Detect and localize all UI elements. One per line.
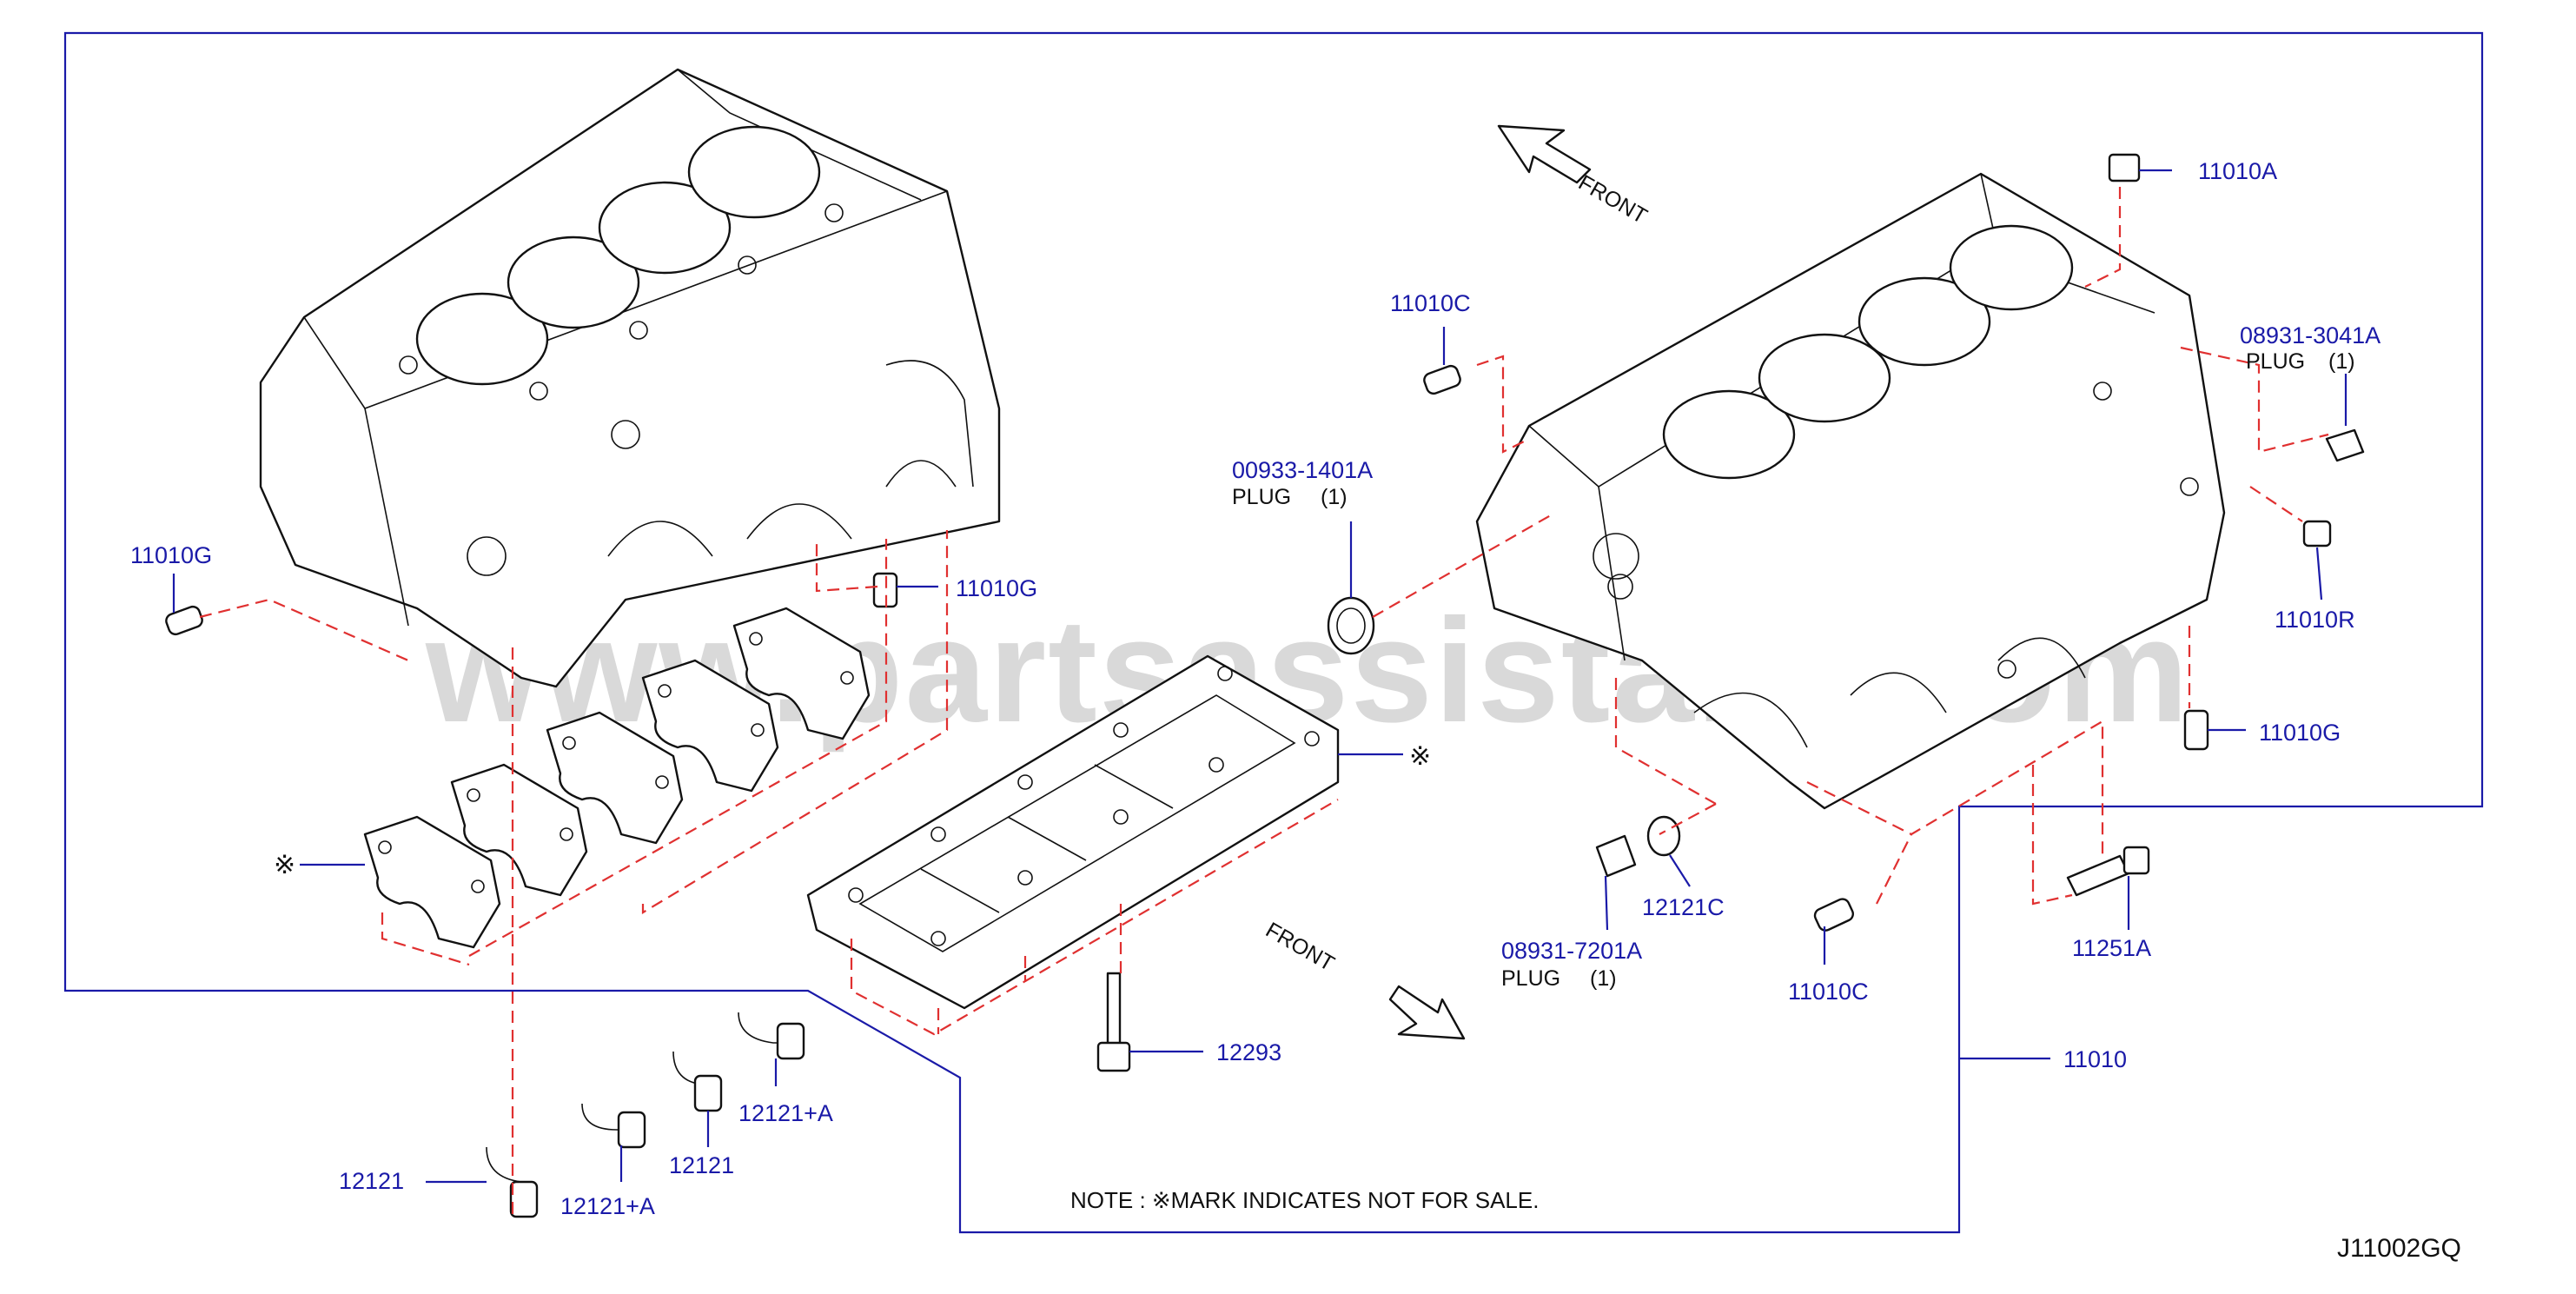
callout-not-for-sale-mark-right: ※ — [1409, 742, 1431, 771]
callout-12121-mid: 12121 — [669, 1152, 734, 1178]
engine-block-right — [1475, 172, 2226, 810]
callout-11010R: 11010R — [2275, 607, 2355, 633]
note-text: NOTE : ※MARK INDICATES NOT FOR SALE. — [1070, 1187, 1539, 1213]
front-arrow-bottom: FRONT — [1262, 918, 1466, 1040]
callout-not-for-sale-mark-left: ※ — [274, 851, 295, 879]
callout-00933-1401A: 00933-1401A — [1232, 457, 1373, 483]
callout-12293: 12293 — [1216, 1039, 1281, 1065]
engine-block-left — [259, 68, 1001, 688]
callout-11010G-right: 11010G — [2259, 720, 2341, 746]
callout-08931-3041A: 08931-3041A — [2240, 322, 2381, 348]
callout-11010: 11010 — [2063, 1046, 2127, 1072]
callout-11010C-top: 11010C — [1390, 290, 1471, 316]
callout-12121C: 12121C — [1642, 894, 1725, 920]
leader-lines — [172, 169, 2348, 1184]
callout-11010G-left: 11010G — [130, 542, 212, 568]
main-bearing-caps — [363, 607, 871, 949]
callout-labels: 11010A 11010C 08931-3041A PLUG (1) 00933… — [130, 158, 2381, 1219]
front-label-top: FRONT — [1574, 170, 1652, 229]
callout-qty-7201A: (1) — [1590, 966, 1617, 991]
assembly-boundary-line — [63, 31, 2484, 1234]
callout-plug-7201A: PLUG — [1501, 966, 1560, 991]
ladder-frame — [806, 654, 1340, 1010]
front-arrow-top: FRONT — [1497, 124, 1652, 229]
callout-plug-3041A: PLUG — [2246, 349, 2305, 374]
diagram-code: J11002GQ — [2337, 1234, 2461, 1263]
callout-11251A: 11251A — [2072, 935, 2151, 961]
phantom-lines — [199, 187, 2329, 1217]
callout-12121A-right: 12121+A — [738, 1100, 833, 1126]
callout-12121-left: 12121 — [339, 1168, 404, 1194]
callout-qty-1401A: (1) — [1321, 485, 1348, 509]
callout-qty-3041A: (1) — [2328, 349, 2355, 374]
callout-11010C-bottom: 11010C — [1788, 979, 1869, 1005]
callout-plug-1401A: PLUG — [1232, 485, 1291, 509]
callout-08931-7201A: 08931-7201A — [1501, 938, 1642, 964]
small-parts — [165, 153, 2365, 1218]
front-label-bottom: FRONT — [1262, 918, 1339, 976]
callout-11010A: 11010A — [2198, 158, 2277, 184]
callout-12121A-left: 12121+A — [560, 1193, 655, 1219]
callout-11010G-mid: 11010G — [956, 575, 1037, 601]
